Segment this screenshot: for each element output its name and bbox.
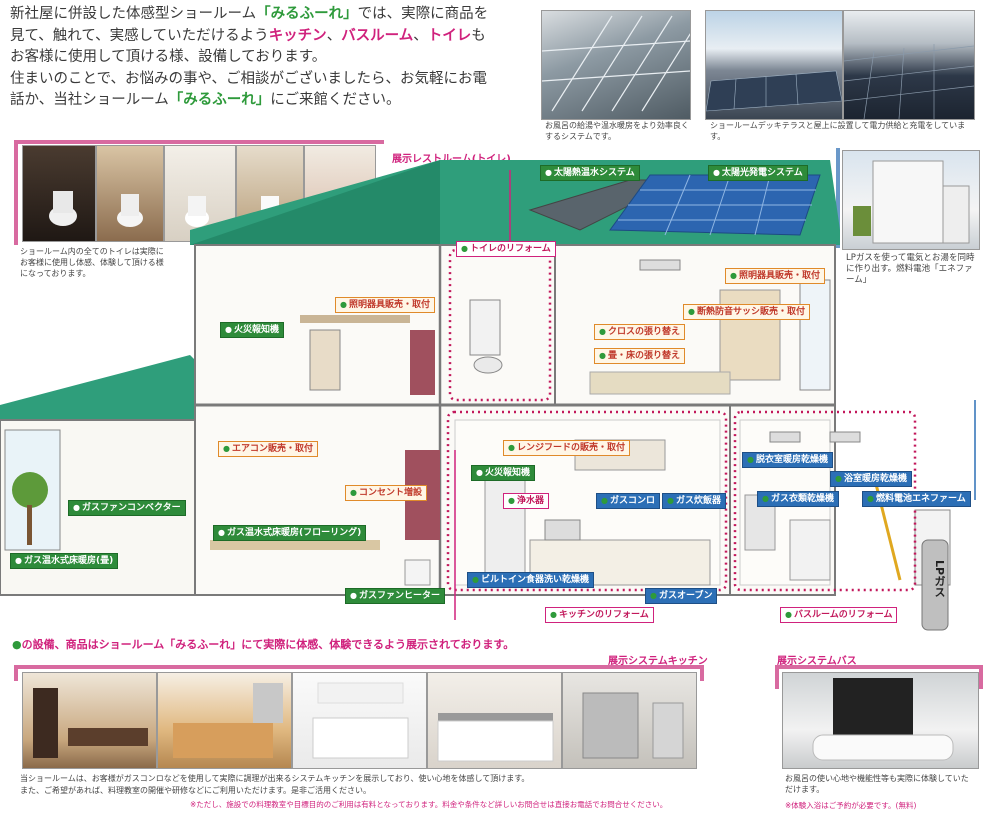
kitchen-section-bar-r bbox=[700, 665, 704, 681]
label-bathroom-reform: バスルームのリフォーム bbox=[780, 607, 898, 623]
fuel-cell-bar bbox=[836, 148, 840, 248]
kitchen-photo-5 bbox=[562, 672, 697, 769]
label-dressing-dryer: 脱衣室暖房乾燥機 bbox=[742, 452, 833, 468]
toilet-photo-1 bbox=[22, 145, 96, 242]
toilet-photo-2 bbox=[96, 145, 164, 242]
bath-section-bar-l bbox=[775, 665, 779, 689]
label-solar-power: 太陽光発電システム bbox=[708, 165, 808, 181]
restroom-section-title: 展示レストルーム(トイレ) bbox=[392, 154, 511, 165]
kitchen-photo-1 bbox=[22, 672, 157, 769]
label-solar-heat: 太陽熱温水システム bbox=[540, 165, 640, 181]
label-gas-clothes-dryer: ガス衣類乾燥機 bbox=[757, 491, 839, 507]
toilet-caption: ショールーム内の全てのトイレは実際にお客様に使用し体感、体験して頂ける様になって… bbox=[20, 247, 164, 278]
kitchen-photo-3 bbox=[292, 672, 427, 769]
restroom-section-bar bbox=[14, 140, 18, 245]
label-gas-floor-heat: ガス温水式床暖房(フローリング) bbox=[213, 525, 367, 541]
bath-note: ※体験入浴はご予約が必要です。(無料) bbox=[785, 801, 917, 810]
label-fire-alarm-1: 火災報知機 bbox=[220, 322, 284, 338]
label-gas-oven: ガスオーブン bbox=[645, 588, 718, 604]
kitchen-section-bar bbox=[14, 665, 704, 669]
label-gas-fan-heater: ガスファンヒーター bbox=[345, 588, 445, 604]
solar-heat-caption: お風呂の給湯や温水暖房をより効率良くするシステムです。 bbox=[545, 121, 689, 141]
restroom-section-top bbox=[14, 140, 384, 144]
kitchen-caption-2: また、ご希望があれば、料理教室の開催や研修などにご利用いただけます。是非ご活用く… bbox=[20, 786, 372, 795]
bath-section-bar-r bbox=[979, 665, 983, 689]
label-fire-alarm-2: 火災報知機 bbox=[471, 465, 535, 481]
solar-power-photo-1 bbox=[705, 10, 843, 120]
kitchen-section-title: 展示システムキッチン bbox=[608, 656, 708, 667]
intro-text: 新社屋に併設した体感型ショールーム「みるふーれ」では、実際に商品を 見て、触れて… bbox=[10, 6, 489, 108]
house-illustration bbox=[0, 160, 976, 631]
solar-power-photo-2 bbox=[843, 10, 975, 120]
solar-heat-photo bbox=[541, 10, 691, 120]
bath-section-bar bbox=[775, 665, 983, 669]
label-tatami: 畳・床の張り替え bbox=[594, 348, 685, 364]
label-kitchen-reform: キッチンのリフォーム bbox=[545, 607, 654, 623]
bath-photo bbox=[782, 672, 979, 769]
fuel-cell-caption: LPガスを使って電気とお湯を同時に作り出す。燃料電池「エネファーム」 bbox=[846, 253, 975, 285]
label-toilet-reform: トイレのリフォーム bbox=[456, 241, 556, 257]
solar-power-caption: ショールームデッキテラスと屋上に設置して電力供給と充電をしています。 bbox=[710, 121, 966, 141]
kitchen-photo-4 bbox=[427, 672, 562, 769]
kitchen-caption-1: 当ショールームは、お客様がガスコンロなどを使用して実際に調理が出来るシステムキッ… bbox=[20, 774, 530, 783]
label-lighting-2: 照明器具販売・取付 bbox=[725, 268, 825, 284]
label-cloth: クロスの張り替え bbox=[594, 324, 685, 340]
label-outlet: コンセント増設 bbox=[345, 485, 427, 501]
kitchen-note: ※ただし、施設での料理教室や目標目的のご利用は有料となっております。料金や条件な… bbox=[190, 800, 668, 809]
label-insulated-sash: 断熱防音サッシ販売・取付 bbox=[683, 304, 810, 320]
label-enefarm: 燃料電池エネファーム bbox=[862, 491, 971, 507]
bath-caption: お風呂の使い心地や機能性等も実際に体験していただけます。 bbox=[785, 774, 969, 794]
footer-note: ●の設備、商品はショールーム「みるふーれ」にて実際に体感、体験できるよう展示され… bbox=[12, 638, 515, 651]
label-aircon: エアコン販売・取付 bbox=[218, 441, 318, 457]
label-gas-rice: ガス炊飯器 bbox=[662, 493, 726, 509]
kitchen-section-bar-l bbox=[14, 665, 18, 681]
label-water-purifier: 浄水器 bbox=[503, 493, 549, 509]
label-lighting-1: 照明器具販売・取付 bbox=[335, 297, 435, 313]
label-gas-floor-tatami: ガス温水式床暖房(畳) bbox=[10, 553, 119, 569]
label-gas-stove: ガスコンロ bbox=[596, 493, 660, 509]
label-range-hood: レンジフードの販売・取付 bbox=[503, 440, 630, 456]
label-gas-convector: ガスファンコンベクター bbox=[68, 500, 186, 516]
bath-section-title: 展示システムバス bbox=[777, 656, 857, 667]
lpgas-tank-label: LPガス bbox=[933, 560, 946, 598]
label-dishwasher: ビルトイン食器洗い乾燥機 bbox=[467, 572, 594, 588]
kitchen-photo-2 bbox=[157, 672, 292, 769]
label-bath-dryer: 浴室暖房乾燥機 bbox=[830, 471, 912, 487]
fuel-cell-photo bbox=[842, 150, 980, 250]
green-dot-icon: ● bbox=[12, 638, 22, 651]
